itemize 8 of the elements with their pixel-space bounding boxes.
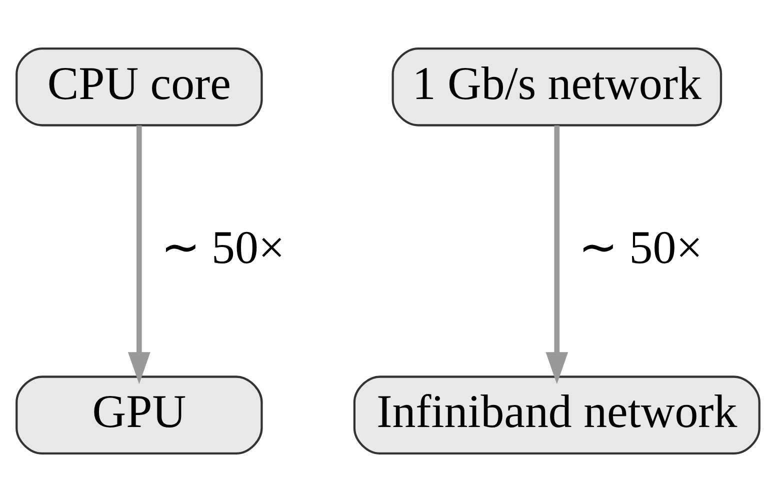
arrow bbox=[546, 126, 568, 384]
node-box: CPU core bbox=[16, 47, 263, 126]
edge-label: ∼ 50× bbox=[578, 222, 703, 274]
node-box: 1 Gb/s network bbox=[392, 47, 722, 126]
arrow bbox=[128, 126, 150, 384]
node-box: Infiniband network bbox=[353, 376, 760, 455]
edge-label: ∼ 50× bbox=[160, 222, 285, 274]
node-box: GPU bbox=[16, 376, 263, 455]
